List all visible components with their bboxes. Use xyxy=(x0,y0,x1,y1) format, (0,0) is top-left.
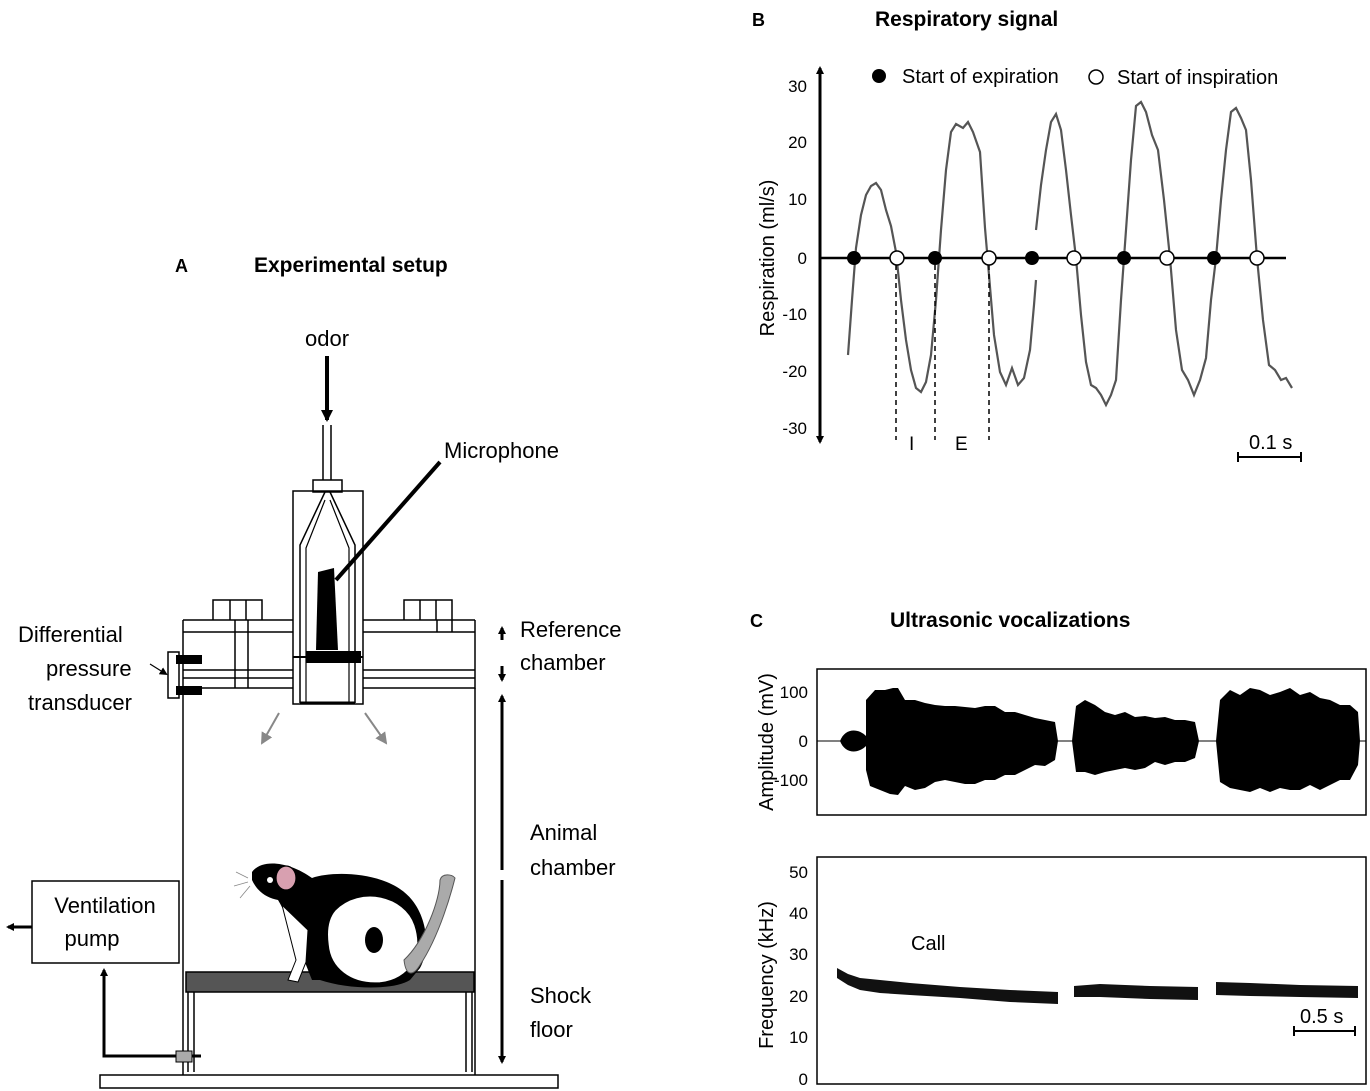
inspiration-markers xyxy=(889,250,1265,266)
freq-ytick: 30 xyxy=(789,945,808,964)
spectrogram-calls xyxy=(837,968,1358,1004)
amp-ytick: -100 xyxy=(774,771,808,790)
legend-inspiration-label: Start of inspiration xyxy=(1117,67,1278,89)
b-ytick: 0 xyxy=(798,249,807,268)
microphone-label: Microphone xyxy=(444,438,559,463)
transducer-label-line3: transducer xyxy=(28,690,132,715)
freq-ytick: 20 xyxy=(789,987,808,1006)
legend-expiration-marker xyxy=(872,69,886,83)
shock-floor-legs xyxy=(187,992,473,1072)
panel-a: A Experimental setup odor Microphone xyxy=(6,254,622,1089)
call-label: Call xyxy=(911,933,945,955)
pressure-transducer-icon xyxy=(149,651,202,699)
b-ytick: 20 xyxy=(788,133,807,152)
freq-ytick: 0 xyxy=(799,1070,808,1089)
sound-arrow-left xyxy=(261,712,280,745)
animal-label-line2: chamber xyxy=(530,855,616,880)
b-scalebar xyxy=(1237,452,1302,462)
microphone-housing xyxy=(292,490,364,705)
freq-ytick: 40 xyxy=(789,904,808,923)
expiration-markers xyxy=(847,251,1221,265)
amp-ytick: 100 xyxy=(780,683,808,702)
b-ylabel: Respiration (ml/s) xyxy=(757,180,779,337)
freq-ylabel: Frequency (kHz) xyxy=(756,901,778,1049)
b-scalebar-label: 0.1 s xyxy=(1249,432,1292,454)
inspiration-phase-label: I xyxy=(909,434,914,455)
b-ytick: -10 xyxy=(782,305,807,324)
expiration-phase-label: E xyxy=(955,434,968,455)
frequency-plot-frame xyxy=(816,856,1367,1085)
legend-inspiration-marker xyxy=(1088,69,1104,85)
panel-c: C Ultrasonic vocalizations 100 0 -100 Am… xyxy=(750,609,1367,1089)
shock-label-line2: floor xyxy=(530,1017,573,1042)
panel-c-letter: C xyxy=(750,611,763,631)
reference-label-line1: Reference xyxy=(520,617,622,642)
transducer-label-line2: pressure xyxy=(46,656,132,681)
b-ytick: 30 xyxy=(788,77,807,96)
base-plate xyxy=(99,1074,559,1089)
legend-expiration-label: Start of expiration xyxy=(902,66,1059,88)
respiration-trace xyxy=(846,120,1038,394)
microphone-icon xyxy=(293,460,442,663)
pump-label-line2: pump xyxy=(64,926,119,951)
b-ytick: -30 xyxy=(782,419,807,438)
waveform-bursts xyxy=(840,688,1360,795)
shock-label-line1: Shock xyxy=(530,983,592,1008)
panel-a-letter: A xyxy=(175,256,188,276)
ventilation-pump-box xyxy=(31,880,180,964)
animal-label-line1: Animal xyxy=(530,820,597,845)
freq-ytick: 50 xyxy=(789,863,808,882)
reference-label-line2: chamber xyxy=(520,650,606,675)
amp-ylabel: Amplitude (mV) xyxy=(756,673,778,811)
odor-label: odor xyxy=(305,326,349,351)
b-ytick: -20 xyxy=(782,362,807,381)
pump-valve xyxy=(175,1050,193,1063)
pump-inlet-line xyxy=(100,968,176,1058)
freq-ytick: 10 xyxy=(789,1028,808,1047)
pump-label-line1: Ventilation xyxy=(54,893,156,918)
rat-icon xyxy=(233,863,456,988)
phase-guides xyxy=(895,265,990,440)
amp-ytick: 0 xyxy=(799,732,808,751)
panel-b-title: Respiratory signal xyxy=(875,8,1058,31)
panel-b: B Respiratory signal 30 20 10 0 -10 -20 … xyxy=(752,8,1302,462)
b-ytick: 10 xyxy=(788,190,807,209)
panel-c-title: Ultrasonic vocalizations xyxy=(890,609,1130,632)
panel-b-letter: B xyxy=(752,10,765,30)
sound-arrow-right xyxy=(364,712,388,745)
odor-inlet xyxy=(312,479,343,493)
transducer-label-line1: Differential xyxy=(18,622,123,647)
c-scalebar xyxy=(1293,1026,1356,1036)
c-scalebar-label: 0.5 s xyxy=(1300,1006,1343,1028)
panel-a-title: Experimental setup xyxy=(254,254,448,277)
